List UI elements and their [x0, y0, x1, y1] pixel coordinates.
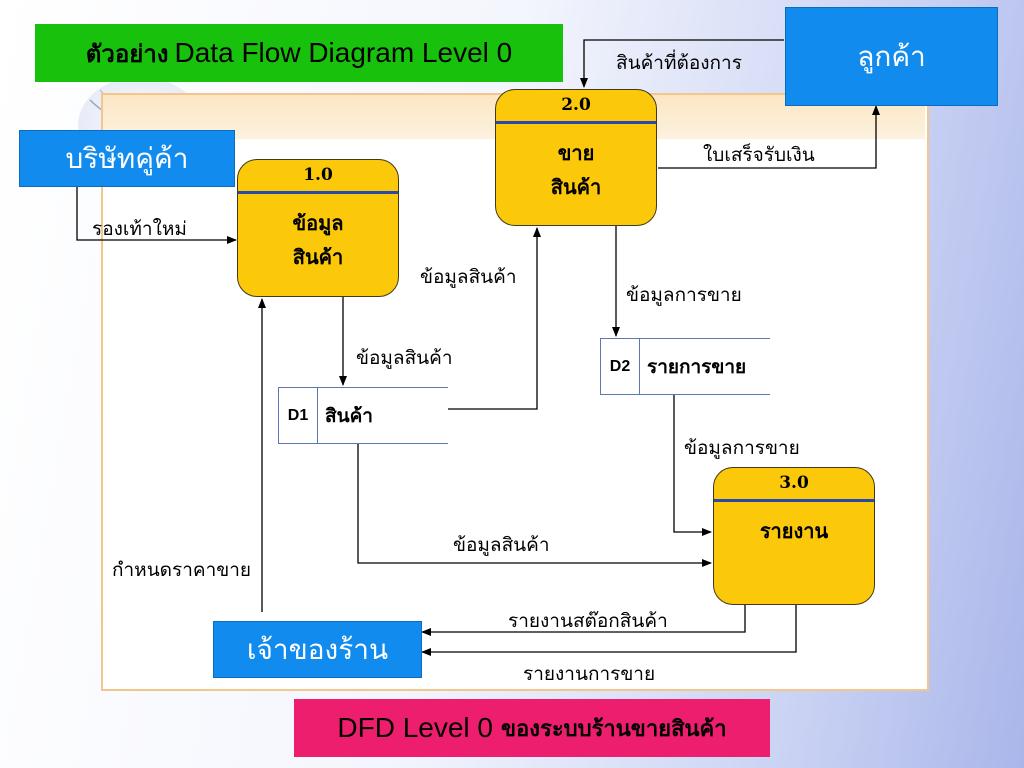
flow-d1-to-report — [357, 444, 712, 567]
flow-new-shoes — [76, 185, 237, 244]
process-1-product-data: 1.0 ข้อมูล สินค้า — [237, 159, 399, 297]
entity-shop-owner: เจ้าของร้าน — [213, 621, 422, 678]
datastore-d1-products: D1 สินค้า — [278, 387, 448, 444]
flow-label-wanted-products: สินค้าที่ต้องการ — [616, 52, 742, 74]
title-latin: Data Flow Diagram Level 0 — [174, 37, 513, 68]
process-number: 3.0 — [779, 473, 809, 493]
footer-latin: DFD Level 0 — [337, 712, 494, 743]
footer-thai: ของระบบร้านขายสินค้า — [501, 715, 727, 742]
flow-d1-to-sale — [448, 227, 541, 410]
flow-stock-report — [421, 605, 746, 636]
flow-label-receipt: ใบเสร็จรับเงิน — [703, 144, 815, 166]
datastore-name: สินค้า — [325, 404, 373, 427]
process-label-line1: รายงาน — [759, 519, 829, 543]
datastore-id: D1 — [279, 388, 318, 443]
process-label-line2: สินค้า — [292, 245, 344, 269]
entity-owner-label: เจ้าของร้าน — [246, 632, 389, 666]
process-label-line1: ข้อมูล — [292, 211, 344, 235]
datastore-id: D2 — [601, 339, 640, 394]
datastore-d2-sales-records: D2 รายการขาย — [600, 338, 770, 395]
flow-d2-to-report — [673, 395, 712, 536]
flow-label-product-info-to-sale: ข้อมูลสินค้า — [420, 266, 517, 288]
process-3-report: 3.0 รายงาน — [713, 467, 875, 605]
entity-partner-label: บริษัทคู่ค้า — [65, 141, 189, 175]
process-label-line1: ขาย — [557, 141, 595, 165]
flow-receipt — [658, 105, 880, 169]
flow-label-product-info-to-report: ข้อมูลสินค้า — [453, 534, 550, 556]
datastore-name: รายการขาย — [647, 355, 747, 378]
flow-label-sales-info-to-report: ข้อมูลการขาย — [684, 437, 800, 459]
process-label-line2: สินค้า — [550, 175, 602, 199]
flow-label-stock-report: รายงานสต๊อกสินค้า — [508, 610, 668, 632]
entity-customer-label: ลูกค้า — [857, 39, 926, 73]
process-number: 1.0 — [303, 165, 333, 185]
entity-partner-company: บริษัทคู่ค้า — [19, 130, 235, 187]
footer-caption: DFD Level 0 ของระบบร้านขายสินค้า — [294, 699, 770, 757]
title-banner: ตัวอย่าง Data Flow Diagram Level 0 — [35, 24, 563, 82]
flow-label-sales-info-to-d2: ข้อมูลการขาย — [626, 284, 742, 306]
flow-label-product-info-to-d1: ข้อมูลสินค้า — [356, 347, 453, 369]
entity-customer: ลูกค้า — [785, 7, 998, 106]
flow-label-sales-report: รายงานการขาย — [523, 663, 656, 685]
flow-label-set-price: กำหนดราคาขาย — [112, 559, 252, 581]
title-thai: ตัวอย่าง — [85, 38, 169, 68]
flow-label-new-shoes: รองเท้าใหม่ — [92, 218, 187, 240]
flow-wanted-products — [580, 39, 784, 88]
process-2-sell-product: 2.0 ขาย สินค้า — [495, 89, 657, 226]
process-number: 2.0 — [561, 95, 591, 115]
flow-sales-report — [421, 605, 797, 656]
